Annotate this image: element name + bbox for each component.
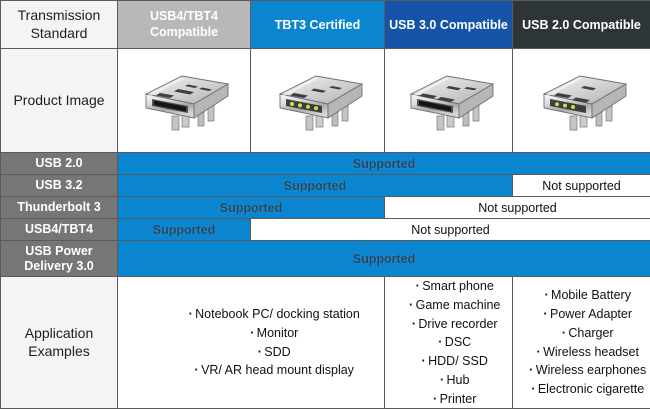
spec-label-usb20: USB 2.0 <box>1 153 118 175</box>
list-item: Charger <box>523 324 650 343</box>
product-image-cell-tbt3 <box>251 49 385 153</box>
support-cell-supported: Supported <box>118 175 513 197</box>
usb-c-connector-icon <box>385 51 512 151</box>
list-item: Wireless earphones <box>523 361 650 380</box>
support-row-usb4-tbt4: USB4/TBT4 Supported Not supported <box>1 219 650 241</box>
support-row-usb-pd30: USB Power Delivery 3.0 Supported <box>1 241 650 277</box>
list-item: Game machine <box>395 296 512 315</box>
column-header-usb30: USB 3.0 Compatible <box>385 1 513 49</box>
column-header-usb4-tbt4: USB4/TBT4 Compatible <box>118 1 251 49</box>
list-item: Power Adapter <box>523 305 650 324</box>
support-row-usb32: USB 3.2 Supported Not supported <box>1 175 650 197</box>
list-item: Printer <box>395 390 512 409</box>
header-transmission-standard: Transmission Standard <box>1 1 118 49</box>
spec-label-usb-pd30: USB Power Delivery 3.0 <box>1 241 118 277</box>
list-item: Wireless headset <box>523 343 650 362</box>
support-cell-supported: Supported <box>118 219 251 241</box>
list-item: Drive recorder <box>395 315 512 334</box>
product-image-row: Product Image <box>1 49 650 153</box>
support-row-thunderbolt3: Thunderbolt 3 Supported Not supported <box>1 197 650 219</box>
list-item: Notebook PC/ docking station <box>162 305 384 324</box>
product-image-cell-usb30 <box>385 49 513 153</box>
support-cell-not-supported: Not supported <box>251 219 650 241</box>
support-cell-not-supported: Not supported <box>513 175 650 197</box>
support-cell-supported: Supported <box>118 153 650 175</box>
list-item: Electronic cigarette <box>523 380 650 399</box>
row-header-application-examples: Application Examples <box>1 277 118 409</box>
usb-c-connector-icon <box>513 51 650 151</box>
list-item: Smart phone <box>395 277 512 296</box>
list-item: Mobile Battery <box>523 286 650 305</box>
support-cell-supported: Supported <box>118 241 650 277</box>
application-list: Notebook PC/ docking station Monitor SDD… <box>118 305 384 380</box>
support-cell-supported: Supported <box>118 197 385 219</box>
list-item: DSC <box>395 333 512 352</box>
application-examples-cell-usb30: Smart phone Game machine Drive recorder … <box>385 277 513 409</box>
product-image-cell-usb4-tbt4 <box>118 49 251 153</box>
list-item: HDD/ SSD <box>395 352 512 371</box>
support-cell-not-supported: Not supported <box>385 197 650 219</box>
application-list: Smart phone Game machine Drive recorder … <box>385 277 512 408</box>
application-examples-row: Application Examples Notebook PC/ dockin… <box>1 277 650 409</box>
list-item: SDD <box>162 343 384 362</box>
product-image-cell-usb20 <box>513 49 650 153</box>
support-row-usb20: USB 2.0 Supported <box>1 153 650 175</box>
header-row: Transmission Standard USB4/TBT4 Compatib… <box>1 1 650 49</box>
spec-label-usb32: USB 3.2 <box>1 175 118 197</box>
row-header-product-image: Product Image <box>1 49 118 153</box>
usb-c-connector-icon <box>251 51 384 151</box>
list-item: VR/ AR head mount display <box>162 361 384 380</box>
list-item: Hub <box>395 371 512 390</box>
usb-c-connector-icon <box>118 51 250 151</box>
column-header-usb20: USB 2.0 Compatible <box>513 1 650 49</box>
column-header-tbt3: TBT3 Certified <box>251 1 385 49</box>
application-examples-cell-usb20: Mobile Battery Power Adapter Charger Wir… <box>513 277 650 409</box>
spec-label-usb4-tbt4: USB4/TBT4 <box>1 219 118 241</box>
application-list: Mobile Battery Power Adapter Charger Wir… <box>513 286 650 399</box>
application-examples-cell-general: Notebook PC/ docking station Monitor SDD… <box>118 277 385 409</box>
list-item: Monitor <box>162 324 384 343</box>
spec-label-thunderbolt3: Thunderbolt 3 <box>1 197 118 219</box>
